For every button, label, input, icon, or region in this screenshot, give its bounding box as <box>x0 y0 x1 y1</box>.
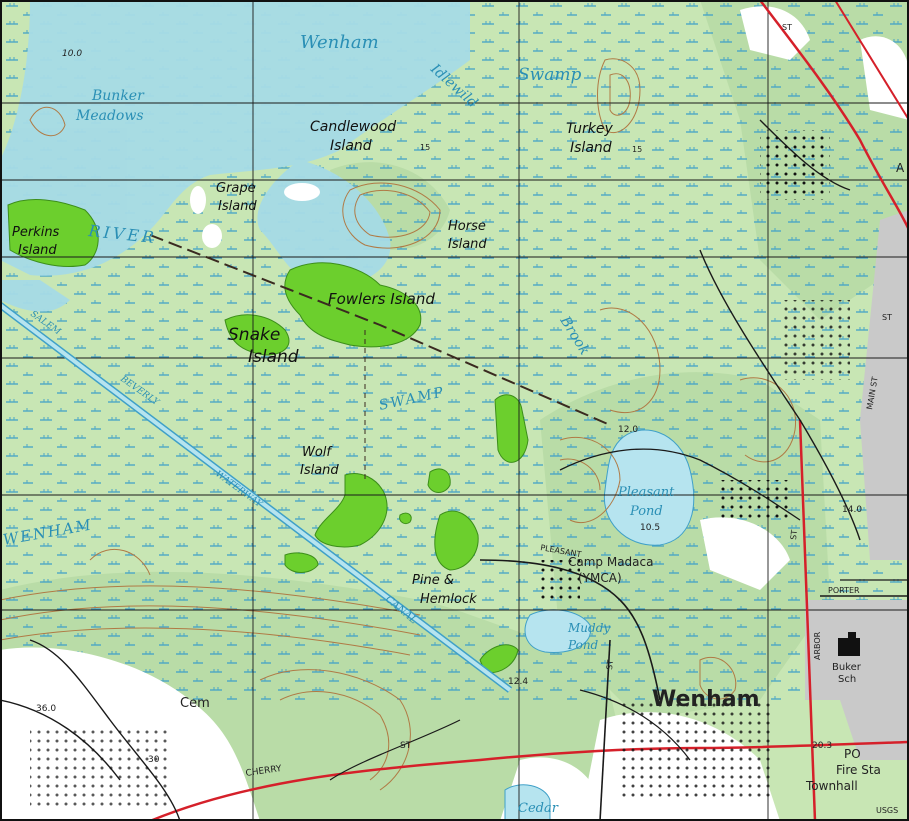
svg-text:14.0: 14.0 <box>842 505 862 515</box>
fowlers-island-wood <box>284 262 422 348</box>
ponds <box>504 429 695 821</box>
main-st-road <box>759 0 909 231</box>
svg-text:10.0: 10.0 <box>62 49 82 59</box>
contour-lines <box>0 58 797 791</box>
perkins-island-wood <box>7 199 99 268</box>
svg-text:20.3: 20.3 <box>812 741 832 751</box>
svg-text:Swamp: Swamp <box>518 65 581 85</box>
svg-text:Meadows: Meadows <box>75 108 144 124</box>
canal <box>0 302 513 693</box>
svg-text:Wenham: Wenham <box>300 32 379 53</box>
svg-text:Hemlock: Hemlock <box>420 592 477 607</box>
svg-text:Pond: Pond <box>567 638 599 652</box>
svg-text:Cem: Cem <box>180 696 210 711</box>
svg-text:Buker: Buker <box>832 662 862 673</box>
cherry-st-road <box>149 740 909 821</box>
svg-text:PO: PO <box>844 747 861 761</box>
svg-text:ST: ST <box>882 313 892 322</box>
svg-text:Snake: Snake <box>228 325 280 345</box>
svg-text:12.0: 12.0 <box>618 425 638 435</box>
wooded-islands <box>7 199 529 674</box>
svg-text:Island: Island <box>218 199 257 214</box>
svg-text:Townhall: Townhall <box>805 779 858 793</box>
svg-text:12.4: 12.4 <box>508 677 528 687</box>
svg-text:Island: Island <box>570 140 612 156</box>
svg-text:Wolf: Wolf <box>302 445 333 460</box>
svg-text:Island: Island <box>300 463 339 478</box>
road-labels: CHERRY ST PORTER ARBOR ST MAIN ST PLEASA… <box>245 23 905 779</box>
place-labels: Candlewood Island Turkey Island Grape Is… <box>12 119 898 815</box>
svg-text:Bunker: Bunker <box>91 88 145 104</box>
boundary-line <box>149 234 611 426</box>
svg-text:Fowlers Island: Fowlers Island <box>328 290 435 308</box>
svg-text:Cedar: Cedar <box>518 801 559 816</box>
pleasant-st-road <box>479 559 661 701</box>
svg-text:Island: Island <box>448 237 487 252</box>
svg-text:ARBOR: ARBOR <box>813 631 822 660</box>
svg-text:Island: Island <box>330 138 372 154</box>
elevation-labels: 10.0 12.0 10.5 14.0 12.4 36.0 20.3 30 15… <box>36 49 862 765</box>
svg-text:Turkey: Turkey <box>566 121 613 137</box>
svg-text:Island: Island <box>18 243 57 258</box>
pleasant-pond <box>603 429 695 546</box>
svg-text:(YMCA): (YMCA) <box>578 571 622 585</box>
svg-text:A: A <box>896 161 905 175</box>
svg-text:Grape: Grape <box>216 181 256 196</box>
svg-text:Muddy: Muddy <box>567 621 610 635</box>
svg-text:30: 30 <box>148 755 160 765</box>
svg-text:Candlewood: Candlewood <box>310 119 396 135</box>
svg-text:Island: Island <box>248 347 299 367</box>
svg-text:Sch: Sch <box>838 674 856 685</box>
buildings <box>30 130 860 810</box>
snake-island-wood <box>224 314 290 356</box>
svg-text:ST: ST <box>782 23 792 32</box>
svg-text:15: 15 <box>420 143 430 152</box>
svg-text:Perkins: Perkins <box>12 225 60 240</box>
svg-text:Pine &: Pine & <box>412 573 454 588</box>
svg-text:10.5: 10.5 <box>640 523 660 533</box>
svg-text:15: 15 <box>632 145 642 154</box>
urban-areas <box>805 210 909 760</box>
svg-text:Pond: Pond <box>629 504 663 519</box>
svg-text:Wenham: Wenham <box>652 687 760 712</box>
svg-text:PORTER: PORTER <box>828 586 860 595</box>
svg-text:USGS: USGS <box>876 806 898 815</box>
svg-text:ST: ST <box>605 659 615 670</box>
svg-text:Pleasant: Pleasant <box>617 485 675 500</box>
svg-text:ST: ST <box>400 741 412 751</box>
svg-text:Camp Madaca: Camp Madaca <box>568 555 653 569</box>
svg-text:36.0: 36.0 <box>36 704 56 714</box>
svg-text:Fire Sta: Fire Sta <box>836 763 881 777</box>
svg-text:ST: ST <box>789 529 799 540</box>
muddy-pond <box>524 609 592 654</box>
svg-text:Horse: Horse <box>448 219 486 234</box>
wolf-island-wood <box>314 473 388 548</box>
